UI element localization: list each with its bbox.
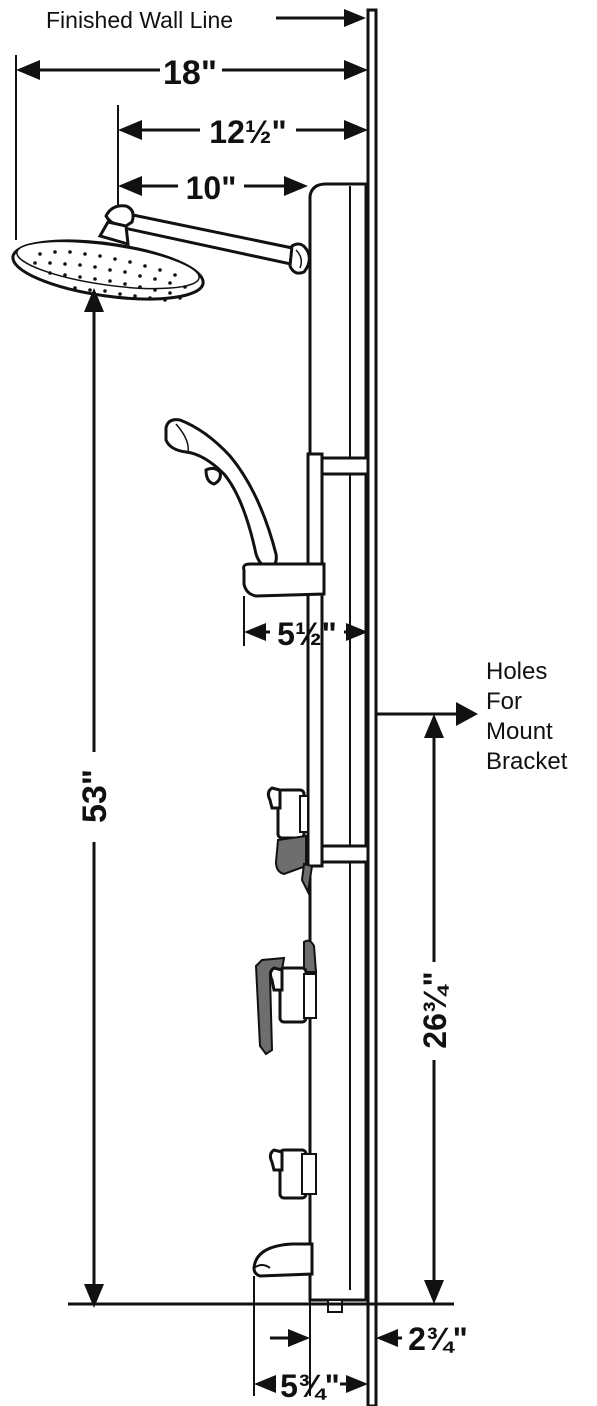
shower-column [308,182,368,1313]
slide-bar [306,452,370,868]
body-spray-upper [266,786,309,840]
dimension-5-half: 5½" [243,596,368,652]
dimension-2-three-quarters: 2¾" [270,1300,468,1396]
dimension-2-three-quarters-label: 2¾" [408,1321,468,1357]
holes-label-line4: Bracket [486,748,568,775]
body-spray-lower [268,1148,317,1200]
mixing-valve-handle [254,939,318,1056]
dimension-12-half-label: 12½" [209,114,286,150]
finished-wall-line-callout: Finished Wall Line [46,7,366,33]
dimension-5-three-quarters: 5¾" [253,1276,368,1404]
dimension-12-half: 12½" [117,105,368,225]
hand-shower-holder [242,562,326,598]
mount-bracket-holes-callout: Holes For Mount Bracket [376,658,568,775]
dimension-53-label: 53" [76,769,114,823]
dimension-26-three-quarters: 26¾" [417,714,453,1304]
dimension-53: 53" [76,288,114,1308]
shower-head-nozzles-icon [33,250,187,302]
holes-label-line3: Mount [486,718,553,745]
dimension-10: 10" [118,170,308,206]
dimension-26-three-quarters-label: 26¾" [417,971,453,1048]
diverter-handle [274,834,314,896]
holes-label-line1: Holes [486,658,547,685]
finished-wall [366,8,378,1406]
hand-shower [164,418,278,570]
rain-shower-head [11,239,205,302]
holes-label-line2: For [486,688,522,715]
body-spray-middle [268,966,317,1024]
shower-arm [97,204,311,275]
dimension-5-three-quarters-label: 5¾" [280,1368,340,1404]
dimension-10-label: 10" [186,170,237,206]
dimension-18: 18" [15,54,368,240]
dimension-5-half-label: 5½" [277,616,337,652]
tub-spout [252,1242,314,1278]
dimension-18-label: 18" [163,54,217,92]
finished-wall-line-label: Finished Wall Line [46,7,233,33]
